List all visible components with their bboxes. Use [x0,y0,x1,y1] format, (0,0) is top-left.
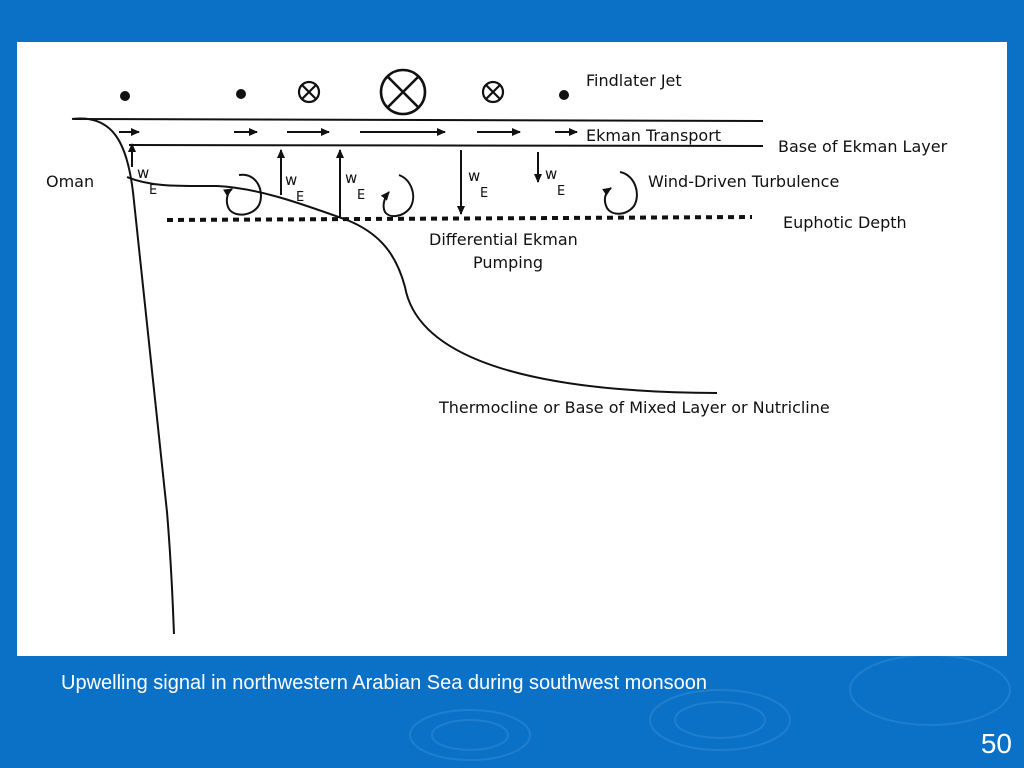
label-wind-driven-turbulence: Wind-Driven Turbulence [648,172,839,191]
we-label-1: w E [137,164,157,198]
svg-text:E: E [557,184,565,199]
label-euphotic-depth: Euphotic Depth [783,213,907,232]
diagram-panel: w E w E w E w E w E Findlater Jet Ekman … [17,42,1007,656]
turbulence-eddy-1 [223,173,262,216]
svg-text:w: w [545,165,557,183]
svg-text:E: E [357,188,365,203]
jet-dot-2 [236,89,246,99]
we-label-3: w E [345,169,365,203]
svg-text:E: E [149,183,157,198]
svg-text:w: w [137,164,149,182]
label-oman: Oman [46,172,94,191]
turbulence-eddy-3 [602,171,638,215]
svg-text:E: E [296,190,304,205]
label-ekman-transport: Ekman Transport [586,126,721,145]
label-pumping: Pumping [473,253,543,272]
jet-dot-3 [559,90,569,100]
slide-number: 50 [980,728,1012,759]
svg-text:w: w [468,167,480,185]
oman-coastline [71,117,175,635]
jet-dot-1 [120,91,130,101]
we-label-5: w E [545,165,565,199]
label-findlater-jet: Findlater Jet [586,71,682,90]
sea-surface-line [73,118,764,122]
jet-into-page-small-2 [481,80,505,104]
jet-into-page-large [379,68,427,116]
slide-caption: Upwelling signal in northwestern Arabian… [61,672,707,694]
jet-into-page-small-1 [297,80,321,104]
svg-text:E: E [480,186,488,201]
euphotic-depth-line [166,215,753,222]
we-label-2: w E [285,171,304,205]
upwelling-diagram: w E w E w E w E w E Findlater Jet Ekman … [46,68,948,635]
label-thermocline: Thermocline or Base of Mixed Layer or Nu… [438,398,830,417]
we-label-4: w E [468,167,488,201]
thermocline-curve [126,176,718,394]
base-ekman-layer-line [128,144,764,147]
svg-text:w: w [345,169,357,187]
label-differential-ekman: Differential Ekman [429,230,578,249]
svg-text:w: w [285,171,297,189]
label-base-ekman-layer: Base of Ekman Layer [778,137,948,156]
turbulence-eddy-2 [380,174,415,218]
